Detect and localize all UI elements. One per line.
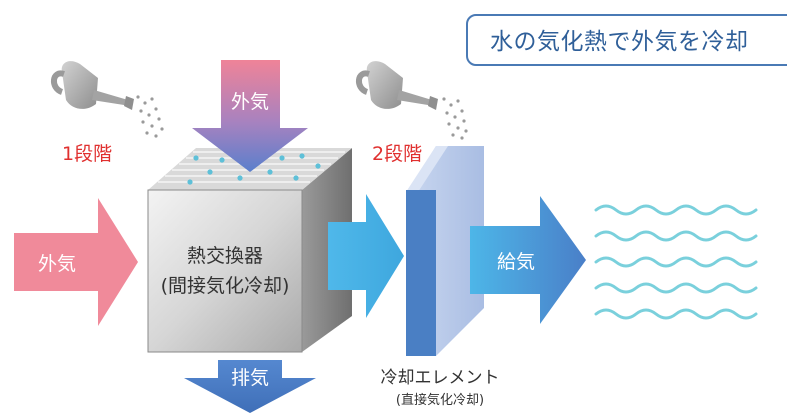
water-drops-2 <box>442 97 468 140</box>
cooling-element <box>406 146 484 356</box>
intake-left-arrow <box>14 198 138 326</box>
callout-box <box>466 14 787 66</box>
heat-exchanger <box>147 148 352 353</box>
exhaust-label: 排気 <box>231 367 269 389</box>
callout-text: 水の気化熱で外気を冷却 <box>490 29 749 55</box>
stage2-label: 2段階 <box>372 143 422 165</box>
intake-top-label: 外気 <box>231 91 269 113</box>
cool-air-waves <box>594 204 758 320</box>
flow-arrow-middle <box>328 194 404 318</box>
stage1-label: 1段階 <box>62 143 112 165</box>
water-drops-1 <box>136 95 164 138</box>
intake-left-label: 外気 <box>38 253 76 275</box>
cooling-element-title: 冷却エレメント <box>381 368 500 388</box>
exhaust-arrow <box>184 360 316 413</box>
supply-arrow <box>470 196 586 324</box>
heat-exchanger-subtitle: (間接気化冷却) <box>161 275 290 297</box>
intake-top-arrow <box>192 60 308 172</box>
heat-exchanger-title: 熱交換器 <box>187 245 263 267</box>
watering-can-icon <box>356 61 438 110</box>
watering-can-icon <box>51 61 134 110</box>
supply-label: 給気 <box>497 251 535 273</box>
cooling-element-subtitle: (直接気化冷却) <box>396 392 484 408</box>
